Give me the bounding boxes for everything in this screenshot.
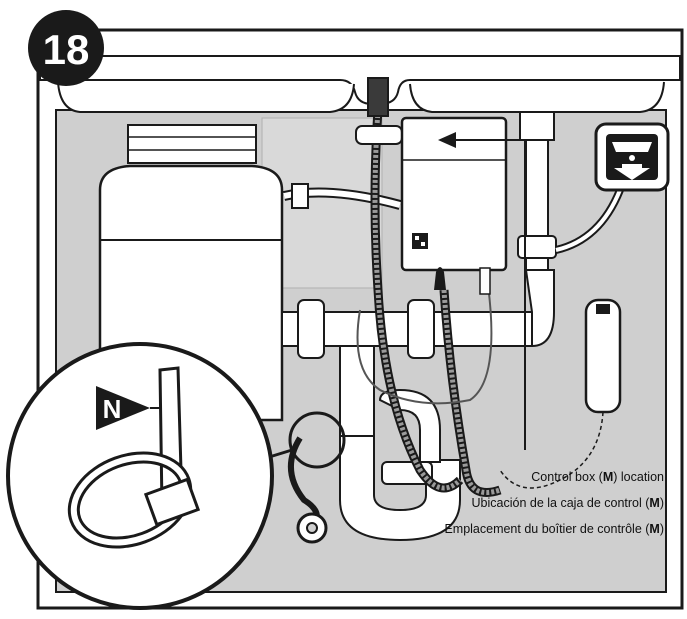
sink-bowl-right <box>409 81 665 113</box>
caption-group: Control box (M) location Ubicación de la… <box>444 470 664 536</box>
tailpiece-nut <box>517 235 557 259</box>
qr-code <box>412 233 428 249</box>
step-number: 18 <box>43 26 90 73</box>
callout-label: N <box>103 394 122 424</box>
zip-tie-detail <box>6 342 274 610</box>
thin-wire <box>356 284 493 405</box>
caption-fr: Emplacement du boîtier de contrôle (M) <box>444 522 664 536</box>
callout-pointer <box>96 386 150 430</box>
drip-drop-arrow-icon <box>594 122 670 192</box>
caption-es: Ubicación de la caja de control (M) <box>472 496 664 510</box>
step-badge <box>28 10 104 86</box>
pipe-coupling-left <box>297 299 325 359</box>
disposal-flange <box>127 124 257 164</box>
pipe-coupling-right <box>407 299 435 359</box>
tailpiece <box>519 111 555 141</box>
battery-cable <box>499 411 604 489</box>
relocate-arrow <box>450 139 526 450</box>
battery-pack <box>584 298 622 414</box>
caption-en: Control box (M) location <box>531 470 664 484</box>
detail-target-circle <box>288 411 346 469</box>
sink-bowl-left <box>57 81 355 113</box>
control-box <box>400 116 508 272</box>
faucet-connector <box>367 77 389 117</box>
